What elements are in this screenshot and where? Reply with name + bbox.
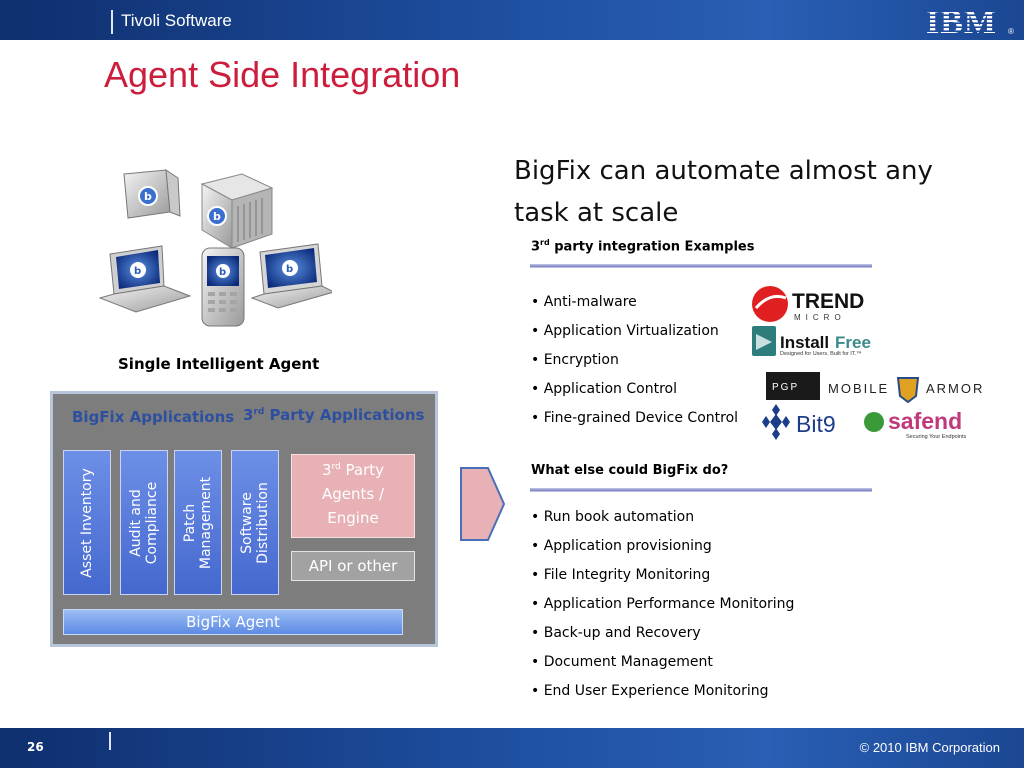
header-bar: Tivoli Software IBM ®: [0, 0, 1024, 40]
mobile-armor-logo: PGP MOBILE ARMOR: [766, 372, 984, 404]
main-heading: BigFix can automate almost any task at s…: [514, 156, 933, 228]
header-separator: [111, 10, 113, 34]
svg-text:b: b: [213, 210, 221, 223]
svg-text:PGP: PGP: [772, 382, 799, 393]
brand-name: Tivoli Software: [121, 11, 232, 30]
rack-server-icon: b: [200, 173, 274, 249]
list-item: • Application Control: [531, 381, 677, 397]
list-item: • Fine-grained Device Control: [531, 410, 739, 426]
list-item: • Anti-malware: [531, 294, 637, 310]
third-party-apps-label: 3rd Party Applications: [243, 406, 425, 424]
list-item: • Application provisioning: [531, 538, 712, 554]
svg-text:b: b: [286, 264, 293, 275]
list-item: • Run book automation: [531, 509, 695, 525]
svg-text:Designed for Users. Built for: Designed for Users. Built for IT.™: [780, 351, 862, 357]
list-item: • End User Experience Monitoring: [531, 683, 769, 699]
svg-text:Install: Install: [780, 333, 829, 352]
footer-bar: 26 © 2010 IBM Corporation: [0, 728, 1024, 768]
agent-caption: Single Intelligent Agent: [118, 355, 320, 373]
list-item: • Back-up and Recovery: [531, 625, 701, 641]
list-item: • Encryption: [531, 352, 619, 368]
pillar-asset-inventory: Asset Inventory: [63, 450, 111, 595]
architecture-diagram: BigFix Applications 3rd Party Applicatio…: [50, 391, 438, 647]
svg-text:TREND: TREND: [792, 290, 864, 313]
examples-list: • Anti-malware • Application Virtualizat…: [531, 293, 738, 438]
bigfix-agent-bar: BigFix Agent: [63, 609, 403, 635]
chevron-right-icon: [460, 467, 506, 541]
vendor-logos: TREND MICRO Install Free Designed for Us…: [752, 286, 984, 440]
notebook-icon: b: [250, 243, 332, 309]
list-item: • Application Performance Monitoring: [531, 596, 795, 612]
ibm-logo-icon: IBM ®: [926, 4, 1014, 38]
examples-divider: [530, 264, 872, 268]
trend-micro-logo: TREND MICRO: [752, 286, 864, 322]
bit9-logo: Bit9: [762, 404, 836, 440]
copyright: © 2010 IBM Corporation: [859, 740, 1000, 755]
laptop-icon: b: [98, 245, 192, 313]
svg-text:b: b: [134, 266, 141, 277]
devices-illustration: b b b b b: [98, 169, 332, 327]
tower-server-icon: b: [123, 169, 181, 219]
installfree-logo: Install Free Designed for Users. Built f…: [752, 326, 871, 357]
svg-text:MICRO: MICRO: [794, 313, 846, 322]
svg-text:b: b: [219, 267, 226, 278]
list-item: • Document Management: [531, 654, 713, 670]
svg-text:Free: Free: [835, 333, 871, 352]
more-divider: [530, 488, 872, 492]
list-item: • Application Virtualization: [531, 323, 719, 339]
svg-text:safend: safend: [888, 408, 962, 434]
svg-text:ARMOR: ARMOR: [926, 381, 984, 396]
third-party-agents-box: 3rd Party Agents / Engine: [291, 454, 415, 538]
svg-text:Bit9: Bit9: [796, 411, 836, 437]
footer-separator: [109, 732, 111, 750]
pillar-patch-management: Patch Management: [174, 450, 222, 595]
examples-heading: 3rd party integration Examples: [531, 238, 755, 255]
phone-icon: b: [201, 247, 245, 327]
svg-text:MOBILE: MOBILE: [828, 381, 889, 396]
page-number: 26: [27, 740, 44, 754]
more-list: • Run book automation • Application prov…: [531, 508, 794, 711]
more-heading: What else could BigFix do?: [531, 463, 729, 478]
safend-logo: safend Securing Your Endpoints: [864, 408, 966, 440]
svg-text:Securing Your Endpoints: Securing Your Endpoints: [906, 434, 966, 440]
api-box: API or other: [291, 551, 415, 581]
bigfix-apps-label: BigFix Applications: [72, 408, 235, 426]
pillar-software-distribution: Software Distribution: [231, 450, 279, 595]
ibm-logo-text: IBM: [926, 4, 997, 38]
svg-text:®: ®: [1008, 27, 1014, 36]
pillar-audit-compliance: Audit and Compliance: [120, 450, 168, 595]
list-item: • File Integrity Monitoring: [531, 567, 711, 583]
slide-title: Agent Side Integration: [104, 54, 461, 95]
svg-text:b: b: [144, 190, 152, 203]
